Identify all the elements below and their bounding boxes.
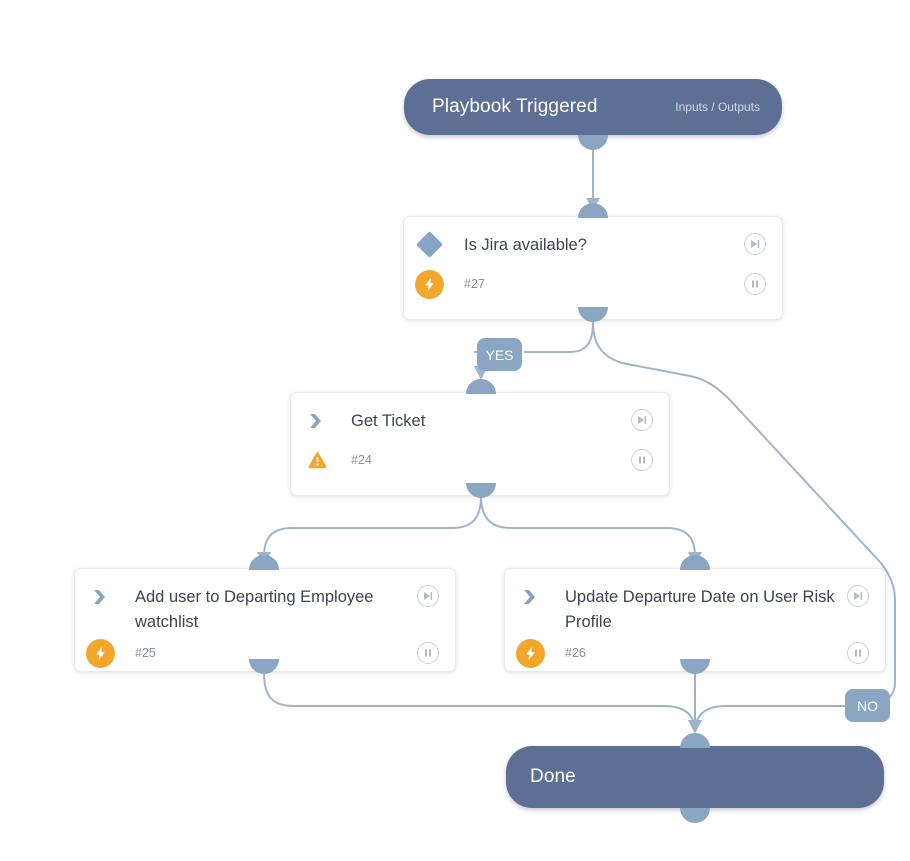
pause-icon[interactable] xyxy=(847,642,869,664)
run-button[interactable] xyxy=(742,233,768,255)
pause-icon[interactable] xyxy=(631,449,653,471)
inputs-outputs-label[interactable]: Inputs / Outputs xyxy=(675,100,760,114)
port-out-add-user[interactable] xyxy=(249,659,279,674)
chevron-right-icon xyxy=(91,585,121,607)
card-header-row: Update Departure Date on User Risk Profi… xyxy=(505,569,885,635)
card-footer-row: #25 xyxy=(75,633,455,673)
node-update-departure-date[interactable]: Update Departure Date on User Risk Profi… xyxy=(504,568,886,672)
node-title: Is Jira available? xyxy=(464,236,587,254)
node-id-label: #26 xyxy=(565,646,586,660)
pause-button[interactable] xyxy=(415,642,441,664)
branch-label-yes[interactable]: YES xyxy=(477,338,522,371)
node-title: Done xyxy=(530,766,576,787)
node-playbook-triggered[interactable]: Playbook Triggered Inputs / Outputs xyxy=(404,79,782,135)
card-footer-row: #27 xyxy=(404,264,782,304)
pause-icon[interactable] xyxy=(744,273,766,295)
node-id-label: #25 xyxy=(135,646,156,660)
chevron-right-icon xyxy=(521,585,551,607)
skip-forward-icon[interactable] xyxy=(631,409,653,431)
node-done[interactable]: Done xyxy=(506,746,884,808)
diamond-icon xyxy=(416,231,450,258)
port-out-done[interactable] xyxy=(680,808,710,823)
edge-arrowhead xyxy=(688,720,702,734)
node-title: Get Ticket xyxy=(351,412,426,430)
node-title: Update Departure Date on User Risk Profi… xyxy=(565,588,835,631)
node-title: Add user to Departing Employee watchlist xyxy=(135,588,374,631)
skip-forward-icon[interactable] xyxy=(847,585,869,607)
card-header-row: Is Jira available? xyxy=(404,217,782,258)
edge-getticket-split-left xyxy=(263,495,482,557)
edge-decision-yes xyxy=(524,321,594,353)
branch-label-no[interactable]: NO xyxy=(845,689,890,722)
node-title: Playbook Triggered xyxy=(432,96,598,117)
chevron-right-icon xyxy=(307,409,337,431)
port-out-decision[interactable] xyxy=(578,307,608,322)
card-header-row: Get Ticket xyxy=(291,393,669,434)
port-in-add-user[interactable] xyxy=(249,555,279,570)
card-footer-row: #24 xyxy=(291,440,669,480)
bolt-icon xyxy=(516,638,551,668)
node-get-ticket[interactable]: Get Ticket xyxy=(290,392,670,496)
port-in-done[interactable] xyxy=(680,733,710,748)
bolt-icon xyxy=(86,638,121,668)
run-button[interactable] xyxy=(415,585,441,607)
card-header-row: Add user to Departing Employee watchlist xyxy=(75,569,455,635)
skip-forward-icon[interactable] xyxy=(417,585,439,607)
edge-getticket-split-right xyxy=(480,495,696,557)
edge-adduser-to-done xyxy=(263,672,696,731)
bolt-icon xyxy=(415,269,450,299)
warning-icon xyxy=(307,449,337,471)
node-add-user-to-watchlist[interactable]: Add user to Departing Employee watchlist xyxy=(74,568,456,672)
pause-button[interactable] xyxy=(845,642,871,664)
edge-no-to-done xyxy=(694,705,845,731)
node-is-jira-available[interactable]: Is Jira available? #27 xyxy=(403,216,783,320)
run-button[interactable] xyxy=(845,585,871,607)
run-button[interactable] xyxy=(629,409,655,431)
node-id-label: #24 xyxy=(351,453,372,467)
port-in-decision[interactable] xyxy=(578,203,608,218)
skip-forward-icon[interactable] xyxy=(744,233,766,255)
port-out-get-ticket[interactable] xyxy=(466,483,496,498)
port-in-update-date[interactable] xyxy=(680,555,710,570)
port-in-get-ticket[interactable] xyxy=(466,379,496,394)
pause-button[interactable] xyxy=(629,449,655,471)
port-out-start[interactable] xyxy=(578,135,608,150)
pause-icon[interactable] xyxy=(417,642,439,664)
pause-button[interactable] xyxy=(742,273,768,295)
node-id-label: #27 xyxy=(464,277,485,291)
